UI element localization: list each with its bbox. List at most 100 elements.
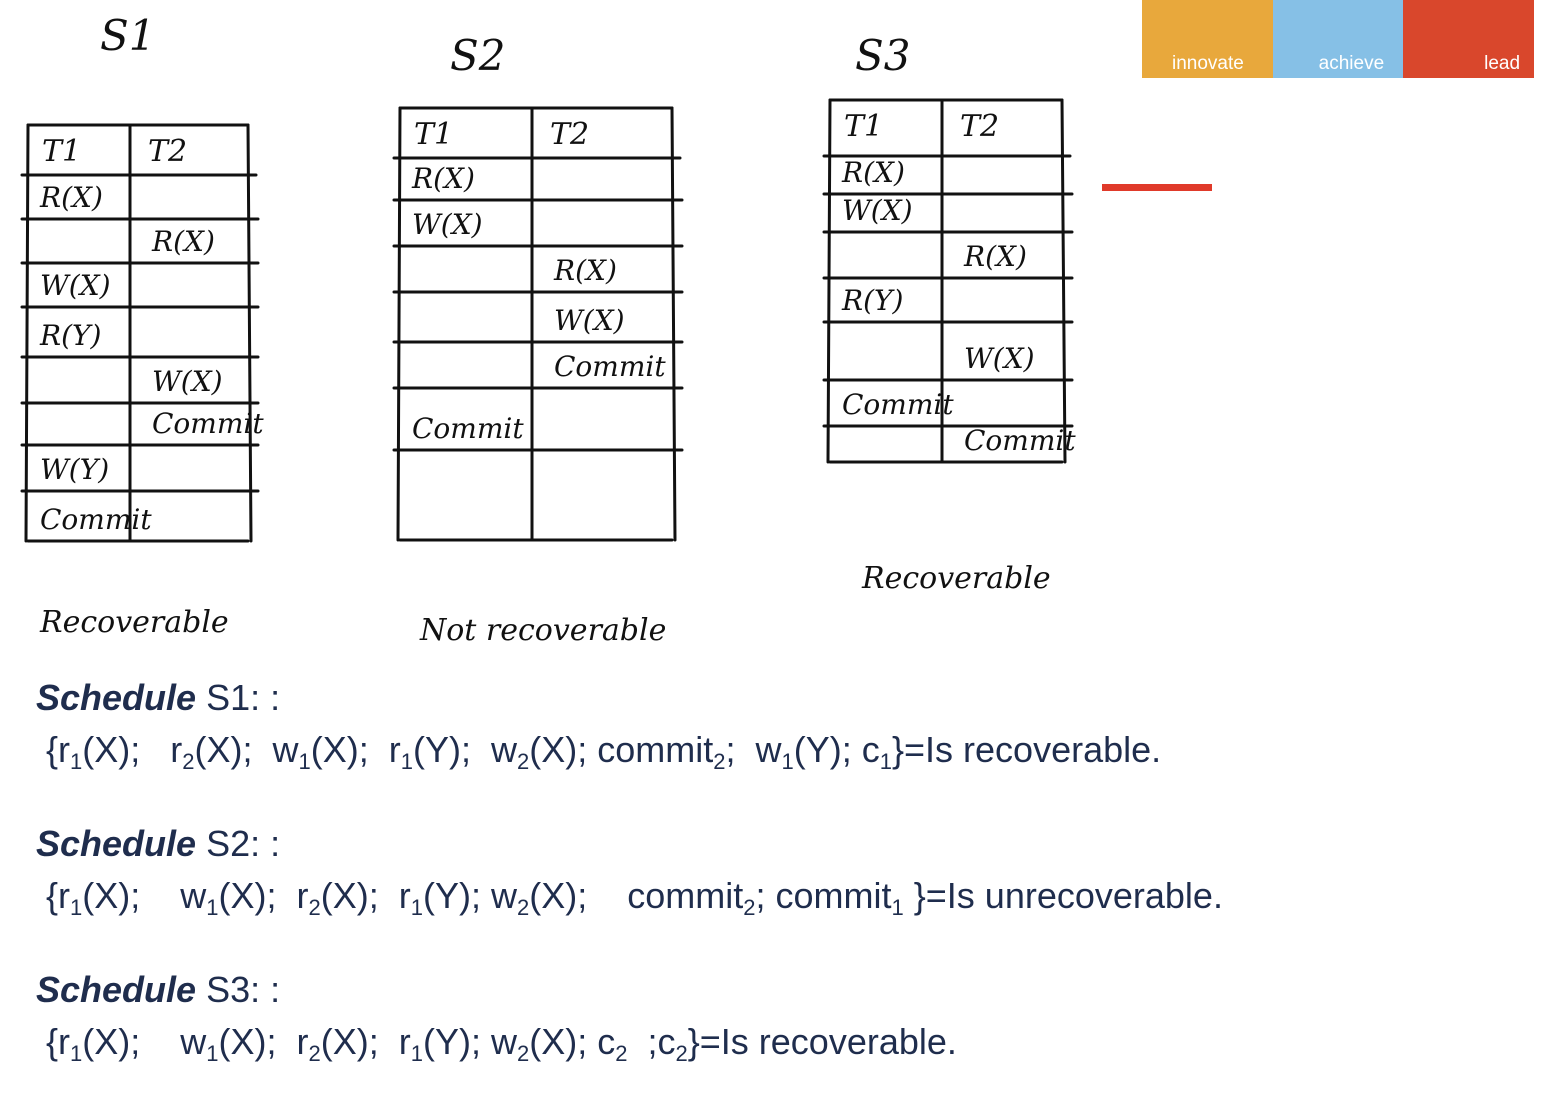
subscript: 1 <box>298 749 311 774</box>
schedule-heading: S2 <box>450 31 506 80</box>
schedule-s1-ops: {r1(X); r2(X); w1(X); r1(Y); w2(X); comm… <box>36 724 1223 776</box>
table-border-left <box>396 106 402 542</box>
op-cell-t1: R(X) <box>39 181 103 214</box>
subscript: 2 <box>516 1041 530 1066</box>
op-cell-t1: R(Y) <box>39 319 101 352</box>
op-cell-t1: W(X) <box>842 194 913 227</box>
schedule-s1-label: Schedule <box>36 677 197 718</box>
schedule-s1-title: Schedule S1: : <box>36 672 1223 724</box>
schedule-s1-name: S1: : <box>206 677 281 718</box>
op-cell-t1: R(X) <box>841 156 905 189</box>
op-cell-t1: R(X) <box>411 162 475 195</box>
op-text: (X); c <box>529 1021 616 1062</box>
op-cell-t1: W(Y) <box>40 453 109 486</box>
op-text: }=Is recoverable. <box>892 729 1162 770</box>
op-cell-t1: Commit <box>842 388 954 421</box>
brand-logo: innovate achieve lead <box>1142 0 1535 78</box>
col-t1-label: T1 <box>414 117 453 152</box>
op-text: (X); w <box>194 729 299 770</box>
schedule-s2-name: S2: : <box>206 823 281 864</box>
op-text: (X); w <box>82 875 207 916</box>
schedule-s3-ops: {r1(X); w1(X); r2(X); r1(Y); w2(X); c2 ;… <box>36 1016 1223 1068</box>
subscript: 1 <box>879 749 892 774</box>
op-cell-t2: R(X) <box>963 240 1027 273</box>
op-text: ; w <box>725 729 782 770</box>
schedule-s1: Schedule S1: : {r1(X); r2(X); w1(X); r1(… <box>36 672 1223 776</box>
op-text: (X); r <box>320 1021 411 1062</box>
logo-innovate: innovate <box>1142 0 1273 78</box>
op-cell-t2: W(X) <box>554 304 625 337</box>
schedule-list: Schedule S1: : {r1(X); r2(X); w1(X); r1(… <box>36 672 1223 1110</box>
subscript: 1 <box>206 1041 219 1066</box>
verdict-label: Not recoverable <box>419 613 666 648</box>
op-cell-t2: Commit <box>152 407 264 440</box>
op-cell-t1: W(X) <box>40 269 111 302</box>
schedule-heading: S3 <box>855 31 911 80</box>
op-text: {r <box>46 729 71 770</box>
op-cell-t1: W(X) <box>412 208 483 241</box>
op-text: (X); r <box>310 729 401 770</box>
col-t1-label: T1 <box>844 109 883 144</box>
op-cell-t1: Commit <box>40 503 152 536</box>
subscript: 2 <box>182 749 195 774</box>
verdict-label: Recoverable <box>861 561 1051 596</box>
subscript: 2 <box>516 895 530 920</box>
subscript: 1 <box>70 895 83 920</box>
subscript: 1 <box>410 895 423 920</box>
subscript: 1 <box>891 895 904 920</box>
subscript: 1 <box>410 1041 423 1066</box>
subscript: 1 <box>70 749 83 774</box>
op-text: (Y); w <box>422 1021 517 1062</box>
table-border-right <box>246 123 253 543</box>
op-cell-t1: Commit <box>412 412 524 445</box>
schedule-s3-title: Schedule S3: : <box>36 964 1223 1016</box>
subscript: 1 <box>70 1041 83 1066</box>
subscript: 2 <box>615 1041 628 1066</box>
op-text: (Y); w <box>422 875 517 916</box>
table-border-right <box>670 106 677 542</box>
table-border-left <box>826 98 832 464</box>
op-text: (X); r <box>218 875 309 916</box>
subscript: 1 <box>206 895 219 920</box>
table-border-left <box>24 123 30 543</box>
op-text: (Y); w <box>412 729 517 770</box>
op-text: (X); w <box>82 1021 207 1062</box>
subscript: 1 <box>400 749 413 774</box>
subscript: 2 <box>713 749 726 774</box>
logo-innovate-label: innovate <box>1172 53 1244 74</box>
op-text: }=Is recoverable. <box>687 1021 957 1062</box>
op-cell-t2: Commit <box>964 424 1076 457</box>
schedule-s3-label: Schedule <box>36 969 197 1010</box>
accent-line <box>1102 184 1212 191</box>
col-t1-label: T1 <box>42 134 81 169</box>
subscript: 2 <box>675 1041 688 1066</box>
schedule-s2-title: Schedule S2: : <box>36 818 1223 870</box>
op-text: (X); r <box>218 1021 309 1062</box>
op-text: (X); commit <box>529 729 714 770</box>
op-text: {r <box>46 875 71 916</box>
op-text: (X); r <box>320 875 411 916</box>
col-t2-label: T2 <box>148 134 187 169</box>
op-text: ; commit <box>755 875 892 916</box>
subscript: 2 <box>516 749 530 774</box>
logo-achieve-label: achieve <box>1318 53 1385 74</box>
op-cell-t2: Commit <box>554 350 666 383</box>
op-cell-t2: W(X) <box>964 342 1035 375</box>
schedule-heading: S1 <box>100 11 156 60</box>
col-t2-label: T2 <box>550 117 589 152</box>
op-cell-t2: R(X) <box>553 254 617 287</box>
op-text: {r <box>46 1021 71 1062</box>
schedule-s2-ops: {r1(X); w1(X); r2(X); r1(Y); w2(X); comm… <box>36 870 1223 922</box>
subscript: 2 <box>308 1041 321 1066</box>
subscript: 1 <box>781 749 794 774</box>
subscript: 2 <box>743 895 756 920</box>
logo-achieve: achieve <box>1272 0 1404 78</box>
op-text: }=Is unrecoverable. <box>903 875 1223 916</box>
op-text: (Y); c <box>793 729 880 770</box>
op-cell-t1: R(Y) <box>841 284 903 317</box>
logo-lead: lead <box>1403 0 1535 78</box>
